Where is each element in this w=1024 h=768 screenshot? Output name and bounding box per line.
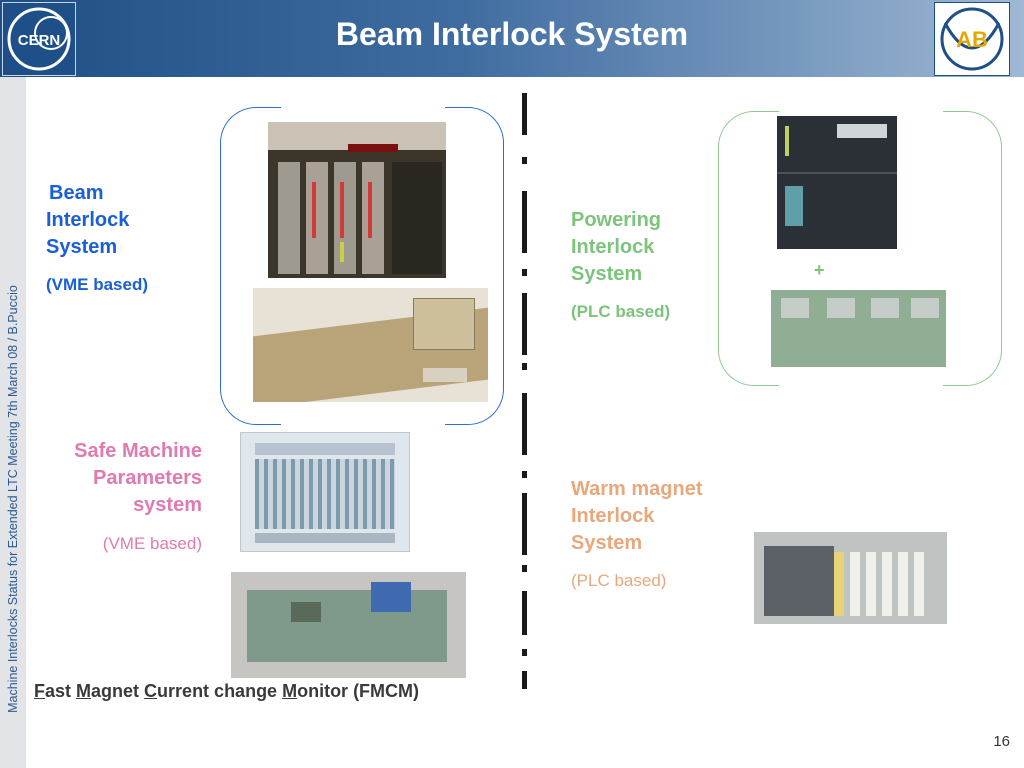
powering-bracket-right — [943, 111, 1002, 386]
title-bar: CERN Beam Interlock System AB — [0, 0, 1024, 77]
left-sidebar — [0, 77, 26, 768]
fmcm-label: Fast Magnet Current change Monitor (FMCM… — [34, 681, 419, 702]
smp-label-line: Parameters — [93, 467, 202, 489]
smp-crate-photo — [240, 432, 410, 552]
powering-bracket-left — [718, 111, 779, 386]
warm-sublabel: (PLC based) — [571, 571, 667, 590]
fmcm-text: ast — [45, 681, 77, 701]
fmcm-text: onitor (FMCM) — [297, 681, 420, 701]
smp-label-line: system — [133, 494, 202, 516]
powering-boards-photo — [771, 290, 946, 367]
ab-logo: AB — [934, 2, 1010, 76]
warm-plc-photo — [754, 532, 947, 624]
powering-label-line: System — [571, 263, 643, 285]
powering-plc-photo — [777, 116, 897, 249]
smp-label: Safe Machine Parameters system — [40, 438, 202, 519]
bis-label-line: System — [46, 236, 118, 258]
bis-bracket-left — [220, 107, 281, 425]
fmcm-initial: M — [76, 681, 92, 701]
fmcm-text: urrent change — [157, 681, 283, 701]
footer-meeting-text: Machine Interlocks Status for Extended L… — [6, 285, 20, 713]
powering-label-line: Interlock — [571, 236, 655, 258]
cern-logo: CERN — [2, 2, 76, 76]
warm-label-line: Warm magnet — [571, 478, 703, 500]
page-title: Beam Interlock System — [335, 16, 689, 52]
warm-label-line: System — [571, 532, 643, 554]
cern-logo-text: CERN — [18, 32, 61, 49]
smp-label-line: Safe Machine — [74, 440, 202, 462]
plus-sign: + — [814, 260, 825, 280]
fmcm-text: agnet — [91, 681, 145, 701]
page-number: 16 — [993, 733, 1010, 750]
dashed-divider — [522, 93, 527, 689]
warm-label-line: Interlock — [571, 505, 655, 527]
bis-vme-module-photo — [253, 288, 488, 402]
smp-sublabel: (VME based) — [102, 534, 202, 553]
ab-logo-text: AB — [956, 27, 988, 52]
fmcm-board-photo — [231, 572, 466, 678]
bis-sublabel: (VME based) — [46, 275, 149, 294]
fmcm-initial: C — [144, 681, 158, 701]
fmcm-initial: F — [34, 681, 45, 701]
warm-label: Warm magnet Interlock System — [571, 476, 703, 557]
bis-label: Beam Interlock System — [46, 180, 129, 261]
bis-label-line: Beam — [49, 182, 104, 204]
powering-label: Powering Interlock System — [571, 207, 661, 288]
bis-vme-crate-photo — [268, 122, 446, 278]
bis-label-line: Interlock — [46, 209, 130, 231]
powering-sublabel: (PLC based) — [571, 302, 671, 321]
fmcm-initial: M — [282, 681, 298, 701]
powering-label-line: Powering — [571, 209, 662, 231]
